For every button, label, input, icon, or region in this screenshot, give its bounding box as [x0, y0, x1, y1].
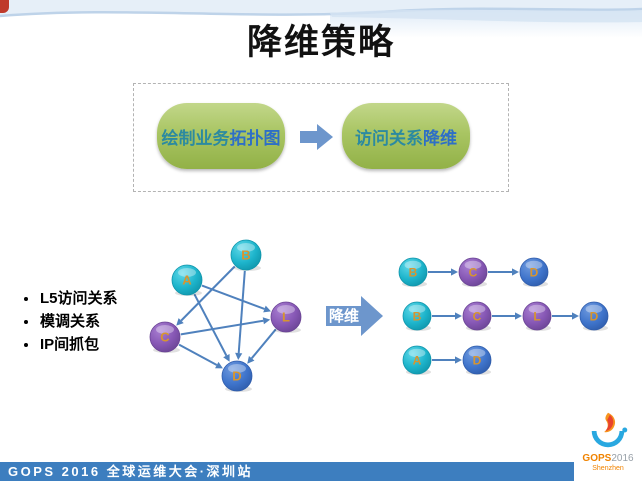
dimension-reduction-arrow-label: 降维	[329, 307, 359, 325]
gops-logo-icon	[591, 412, 628, 448]
gops-logo-year: 2016	[611, 453, 634, 464]
graph-node-D: D	[221, 360, 253, 392]
graph-node-label: C	[473, 310, 482, 324]
graph-node-label: L	[282, 310, 290, 325]
bullet-text: L5访问关系	[40, 290, 118, 307]
graph-node-D: D	[579, 301, 609, 331]
graph-node-label: D	[232, 369, 241, 384]
graph-node-L: L	[270, 301, 302, 333]
graph-node-C: C	[462, 301, 492, 331]
flow-step-draw-topology: 绘制业务拓扑图	[157, 103, 285, 169]
graph-node-B: B	[402, 301, 432, 331]
graph-node-L: L	[522, 301, 552, 331]
graph-node-label: D	[530, 266, 539, 280]
complex-relation-graph: A B C L D	[149, 239, 302, 392]
graph-edge-arrowhead	[247, 356, 255, 364]
graph-node-label: D	[590, 310, 599, 324]
reduced-relation-chains: B C D B C L D A D	[398, 257, 609, 375]
flow-step1-highlight: 拓扑图	[229, 128, 281, 148]
flow-right-arrow-icon	[300, 124, 333, 150]
graph-node-A: A	[171, 264, 203, 296]
graph-edge-arrowhead	[223, 353, 230, 362]
graph-node-label: C	[160, 330, 170, 345]
graph-edge	[193, 293, 228, 357]
footer-bar: GOPS 2016 全球运维大会·深圳站	[0, 462, 642, 481]
flow-step-relation-reduce: 访问关系降维	[342, 103, 470, 169]
gops-logo-city: Shenzhen	[592, 465, 624, 472]
bullet-dot	[24, 297, 28, 301]
dimension-reduction-arrow: 降维	[326, 296, 383, 336]
top-wave-decoration	[0, 0, 642, 23]
footer-conference-text: GOPS 2016 全球运维大会·深圳站	[8, 464, 254, 479]
gops-logo-brand: GOPS	[582, 453, 612, 464]
graph-node-C: C	[458, 257, 488, 287]
bullet-list: L5访问关系 模调关系 IP间抓包	[22, 287, 118, 356]
graph-edge	[180, 319, 264, 336]
bullet-dot	[24, 320, 28, 324]
graph-edge-arrowhead	[263, 305, 272, 313]
bullet-dot	[24, 343, 28, 347]
graph-node-C: C	[149, 321, 181, 353]
graph-edge	[237, 270, 246, 354]
bullet-item-ip: IP间抓包	[22, 333, 118, 356]
graph-edge	[180, 265, 236, 322]
graph-edge-arrowhead	[515, 312, 522, 320]
flow-diagram-box: 绘制业务拓扑图 访问关系降维	[133, 83, 509, 192]
gops-logo: GOPS2016 Shenzhen	[574, 407, 642, 481]
graph-edge-arrowhead	[512, 268, 519, 276]
graph-node-A: A	[402, 345, 432, 375]
graph-edge-arrowhead	[235, 352, 243, 361]
slide-title: 降维策略	[246, 23, 395, 62]
graph-edge-arrowhead	[262, 317, 271, 325]
graph-node-B: B	[398, 257, 428, 287]
graph-edge-arrowhead	[451, 268, 458, 276]
bullet-text: IP间抓包	[40, 336, 100, 353]
graph-edge-arrowhead	[215, 361, 223, 369]
graph-node-label: L	[533, 310, 540, 324]
graph-node-D: D	[462, 345, 492, 375]
graph-node-D: D	[519, 257, 549, 287]
bullet-text: 模调关系	[40, 313, 101, 330]
flow-step2-highlight: 降维	[423, 128, 457, 148]
graph-edge-arrowhead	[455, 356, 462, 364]
bullet-item-modiao: 模调关系	[22, 310, 118, 333]
graph-edge-arrowhead	[572, 312, 579, 320]
graph-node-label: B	[413, 310, 422, 324]
graph-edge	[178, 343, 218, 366]
flow-step1-prefix: 绘制业务	[161, 128, 230, 148]
corner-red-mark	[0, 0, 9, 13]
graph-node-label: C	[469, 266, 478, 280]
graph-edge-arrowhead	[455, 312, 462, 320]
graph-edge	[250, 328, 277, 359]
graph-node-label: D	[473, 354, 482, 368]
flow-step2-prefix: 访问关系	[355, 128, 423, 148]
graph-node-label: B	[241, 248, 250, 263]
bullet-item-l5: L5访问关系	[22, 287, 118, 310]
graph-node-label: A	[413, 354, 422, 368]
graph-node-label: A	[182, 273, 192, 288]
graph-node-B: B	[230, 239, 262, 271]
graph-edge-arrowhead	[176, 318, 184, 326]
gops-logo-text: GOPS2016	[574, 454, 642, 464]
graph-node-label: B	[409, 266, 418, 280]
